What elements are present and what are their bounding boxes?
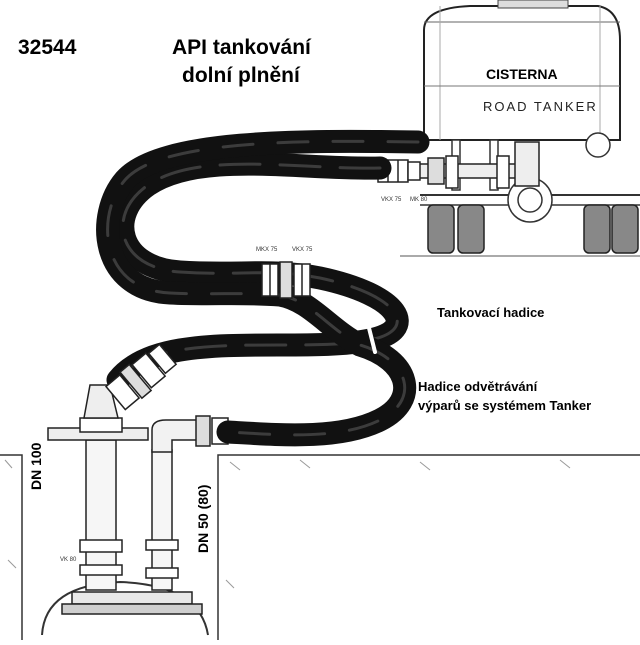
tanker-label: CISTERNA (486, 66, 558, 82)
dn100-label: DN 100 (28, 442, 44, 490)
hose-coupling-middle (261, 261, 311, 299)
coupling-mark-tanker-a: VKX 75 (381, 197, 402, 203)
tanker-pipework (377, 141, 540, 189)
vapour-hose-label-line-1: Hadice odvětrávání (418, 379, 538, 394)
coupling-mark-middle-b: VKX 75 (292, 247, 313, 253)
road-tanker (400, 0, 640, 257)
coupling-mark-pit: VK 80 (60, 557, 77, 563)
ground-hatch (4, 459, 571, 589)
coupling-mark-middle-a: MKX 75 (256, 247, 278, 253)
drawing-code: 32544 (18, 36, 77, 59)
coupling-mark-tanker-b: MK 80 (410, 197, 428, 203)
title-line-1: API tankování (172, 36, 311, 59)
title-line-2: dolní plnění (182, 64, 300, 87)
standpipes (47, 384, 229, 615)
tanker-sublabel: ROAD TANKER (483, 99, 598, 114)
dn50-label: DN 50 (80) (195, 484, 211, 553)
vapour-hose-label-line-2: výparů se systémem Tanker (418, 398, 592, 413)
loading-hose-label: Tankovací hadice (437, 305, 545, 320)
vapour-hose (96, 129, 430, 447)
hose-coupling-pit (104, 343, 178, 411)
